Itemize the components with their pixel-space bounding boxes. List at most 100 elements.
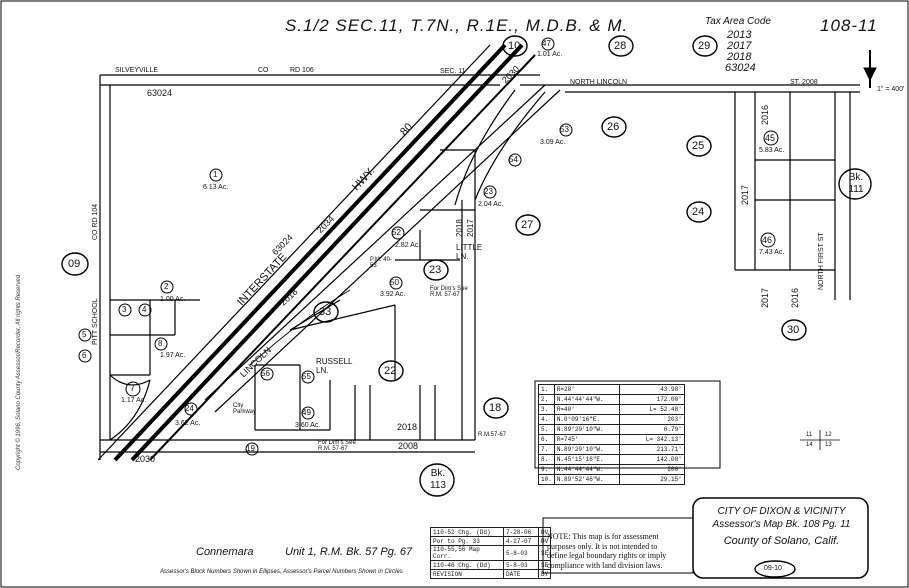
index-14: 14 [806, 442, 813, 448]
title-city: CITY OF DIXON & VICINITY [717, 506, 846, 517]
parcel-46: 46 [762, 235, 773, 245]
parcel-23: 23 [484, 187, 493, 196]
sec-li-label: SEC. 11 [440, 68, 466, 75]
table-row: 1.R=28'43.98' [538, 384, 685, 395]
road-little-ln: LITTLE LN. [456, 243, 483, 261]
block-18: 18 [489, 402, 502, 414]
tax-code-2017-c: 2017 [760, 287, 770, 308]
tax-code-63024-a: 63024 [147, 88, 173, 98]
parcel-54: 54 [509, 155, 518, 164]
block-24: 24 [692, 206, 705, 218]
parcel-50: 50 [390, 278, 399, 287]
parcel-circles [78, 37, 779, 456]
subdivision-unit: Unit 1, R.M. Bk. 57 Pg. 67 [285, 546, 413, 558]
tax-code-2016-a: 2016 [760, 104, 770, 125]
table-row: 7.N.89°20'10"W.213.71' [538, 444, 685, 455]
title-block: CITY OF DIXON & VICINITY Assessor's Map … [695, 505, 868, 548]
block-bk-111: Bk. 111 [848, 172, 864, 195]
block-ellipses [61, 35, 872, 578]
tax-code-2008: 2008 [398, 441, 419, 451]
date-code: 09-10 [764, 565, 782, 572]
book-page-number: 108-11 [820, 16, 878, 35]
footnote: Assessor's Block Numbers Shown in Ellips… [160, 569, 403, 575]
block-09: 09 [68, 258, 81, 270]
copyright: Copyright © 1996, Solano County Assessor… [16, 274, 22, 470]
parcel-46-area: 7.43 Ac. [759, 249, 785, 256]
table-row: 8.N.45°15'16"E.142.00' [538, 454, 685, 465]
tax-area-code-1: 2013 [727, 29, 752, 41]
parcel-lines [99, 74, 860, 460]
road-106: RD 106 [290, 67, 314, 74]
tax-code-2017-b: 2017 [740, 184, 750, 205]
road-north-lincoln: NORTH LINCOLN [570, 79, 628, 86]
tax-area-code-3: 2018 [727, 51, 752, 63]
parcel-23-area: 2.04 Ac. [478, 201, 504, 208]
road-co: CO [258, 67, 269, 74]
parcel-47-area: 1.01 Ac. [537, 51, 563, 58]
map-title: S.1/2 SEC.11, T.7N., R.1E., M.D.B. & M. [285, 16, 629, 35]
index-11: 11 [806, 432, 813, 438]
table-row: 6.R=745'L= 342.13' [538, 434, 685, 445]
table-row: 10.N.89°52'46"W.29.15' [538, 474, 685, 485]
parcel-24: 24 [185, 404, 194, 413]
road-north-first-st: NORTH FIRST ST [818, 232, 825, 290]
parcel-45-area: 5.83 Ac. [759, 147, 785, 154]
for-dims-1: For Dim's See R.M. 57-67 [430, 286, 468, 298]
table-row: 2.N.44°44'44"W.172.00' [538, 394, 685, 405]
parcel-52-area: 2.82 Ac. [395, 242, 421, 249]
parcel-1: 1 [213, 170, 218, 179]
block-22: 22 [384, 365, 397, 377]
table-row: 5.N.89°20'10"W.6.79' [538, 424, 685, 435]
block-27: 27 [521, 219, 534, 231]
subdivision-name: Connemara [196, 546, 254, 558]
parcel-7: 7 [130, 383, 136, 393]
parcel-24-area: 3.62 Ac. [175, 420, 201, 427]
tax-code-2030-a: 2030 [135, 454, 156, 464]
parcel-6: 6 [82, 351, 87, 360]
block-26: 26 [607, 121, 620, 133]
parcel-53-area: 3.09 Ac. [540, 139, 566, 146]
parcel-50-area: 3.92 Ac. [380, 291, 406, 298]
title-county: County of Solano, Calif. [723, 535, 840, 547]
tax-code-2017-a: 2017 [466, 219, 475, 237]
road-pitt-school: PITT SCHOOL [92, 298, 99, 345]
parcel-2: 2 [164, 282, 169, 291]
curve-table: 1.R=28'43.98' 2.N.44°44'44"W.172.00' 3.R… [538, 384, 685, 485]
block-29: 29 [698, 40, 711, 52]
parcel-3: 3 [122, 305, 127, 314]
road-st-2008: ST. 2008 [790, 79, 818, 86]
block-30: 30 [787, 324, 800, 336]
interstate-80 [97, 43, 561, 462]
parcel-4: 4 [142, 305, 147, 314]
tax-code-2016-b: 2016 [790, 287, 800, 308]
block-33: 33 [319, 306, 332, 318]
for-dims-2: For Dim's See R.M. 57-67 [318, 440, 356, 452]
parcel-45: 45 [765, 133, 776, 143]
road-co-rd-104: CO RD 104 [92, 203, 99, 240]
block-10: 10 [508, 40, 521, 52]
north-arrow [863, 50, 877, 88]
block-25: 25 [692, 140, 705, 152]
parcel-49-area: 3.60 Ac. [295, 422, 321, 429]
title-map: Assessor's Map Bk. 108 Pg. 11 [712, 519, 851, 530]
parcel-8-area: 1.97 Ac. [160, 352, 186, 359]
tax-code-2018-c: 2018 [397, 422, 418, 432]
block-23: 23 [429, 264, 442, 276]
parcel-1-area: 6.13 Ac. [203, 184, 229, 191]
block-bk-113: Bk. 113 [430, 468, 446, 491]
tax-area-label: Tax Area Code [705, 16, 771, 27]
parcel-2-area: 1.00 Ac. [160, 296, 186, 303]
table-row: 3.R=40'L= 52.48' [538, 404, 685, 415]
parcel-55: 55 [302, 372, 311, 381]
parcel-49: 49 [302, 408, 311, 417]
parcel-52: 52 [392, 228, 401, 237]
tax-area-code-4: 63024 [725, 62, 756, 74]
tax-code-2018-b: 2018 [455, 219, 464, 237]
rm-57-67: R.M.57-67 [478, 432, 507, 438]
parcel-19: 19 [246, 444, 255, 453]
